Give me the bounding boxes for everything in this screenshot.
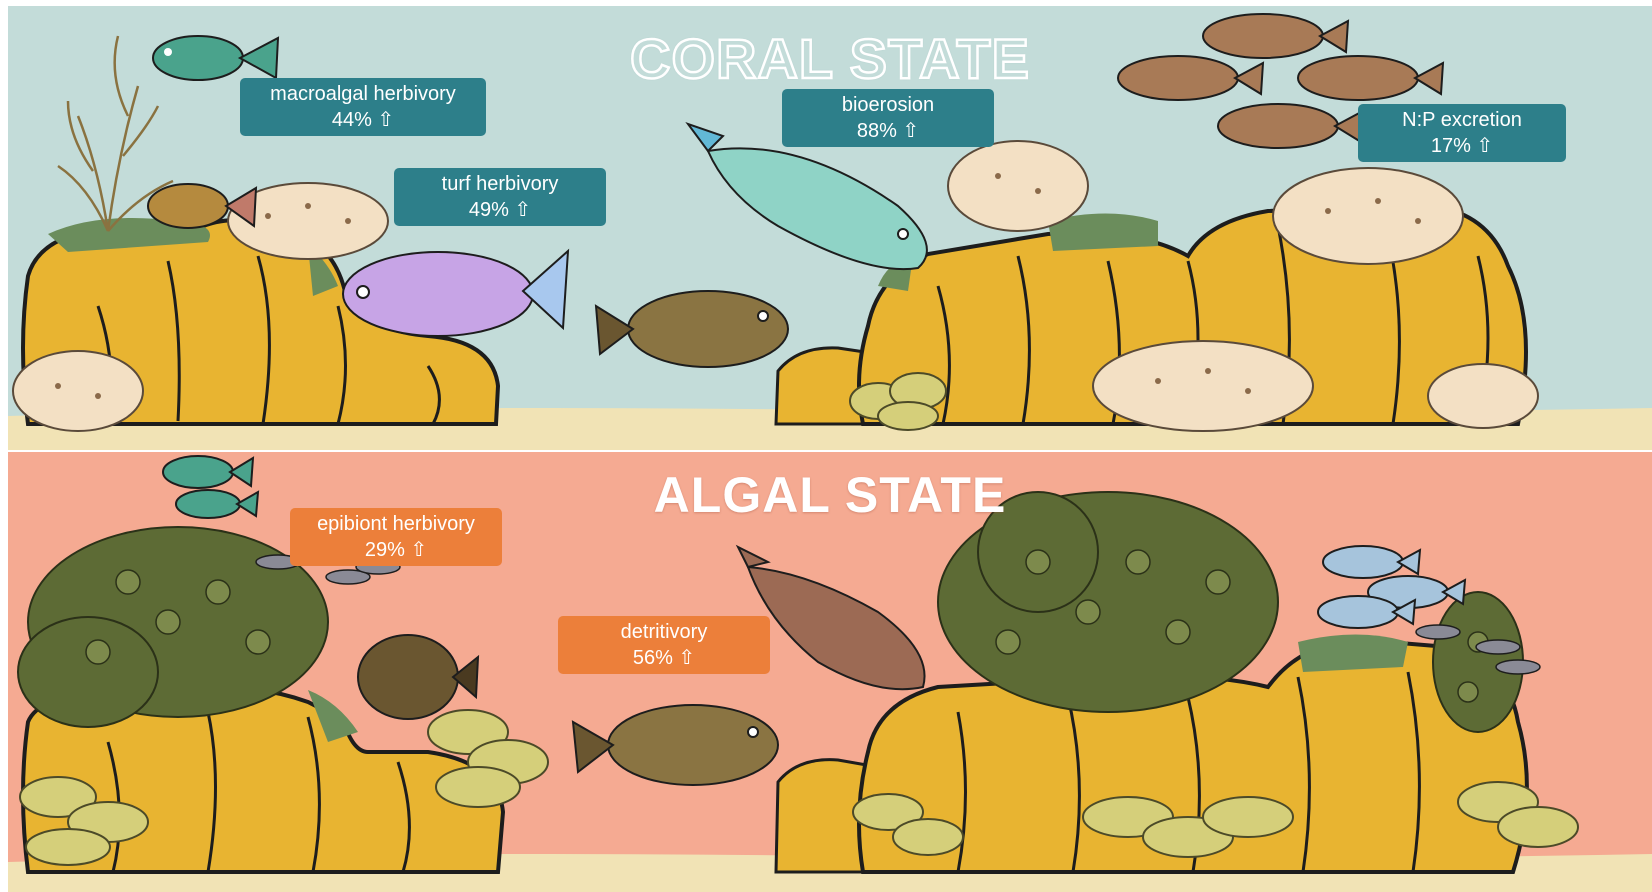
surgeonfish-icon xyxy=(358,635,478,719)
function-label: detritivory xyxy=(564,619,764,645)
function-tag-bioerosion: bioerosion 88% ⇧ xyxy=(782,89,994,147)
function-value: 44% ⇧ xyxy=(246,107,480,133)
function-label: N:P excretion xyxy=(1364,107,1560,133)
function-value: 49% ⇧ xyxy=(400,197,600,223)
algal-state-title: ALGAL STATE xyxy=(8,466,1652,524)
function-label: epibiont herbivory xyxy=(296,511,496,537)
function-label: bioerosion xyxy=(788,92,988,118)
function-label: macroalgal herbivory xyxy=(246,81,480,107)
function-label: turf herbivory xyxy=(400,171,600,197)
function-tag-macroalgal-herbivory: macroalgal herbivory 44% ⇧ xyxy=(240,78,486,136)
function-value: 17% ⇧ xyxy=(1364,133,1560,159)
function-tag-epibiont-herbivory: epibiont herbivory 29% ⇧ xyxy=(290,508,502,566)
coral-state-panel: CORAL STATE macroalgal herbivory 44% ⇧ t… xyxy=(8,6,1652,450)
function-value: 88% ⇧ xyxy=(788,118,988,144)
function-tag-turf-herbivory: turf herbivory 49% ⇧ xyxy=(394,168,606,226)
algal-state-panel: ALGAL STATE epibiont herbivory 29% ⇧ det… xyxy=(8,452,1652,892)
function-tag-np-excretion: N:P excretion 17% ⇧ xyxy=(1358,104,1566,162)
function-value: 29% ⇧ xyxy=(296,537,496,563)
function-tag-detritivory: detritivory 56% ⇧ xyxy=(558,616,770,674)
parrotfish-school-icon xyxy=(1318,546,1465,628)
surgeonfish-icon xyxy=(596,291,788,367)
parrotfish-icon xyxy=(343,251,568,336)
surgeonfish-icon xyxy=(573,705,778,785)
function-value: 56% ⇧ xyxy=(564,645,764,671)
